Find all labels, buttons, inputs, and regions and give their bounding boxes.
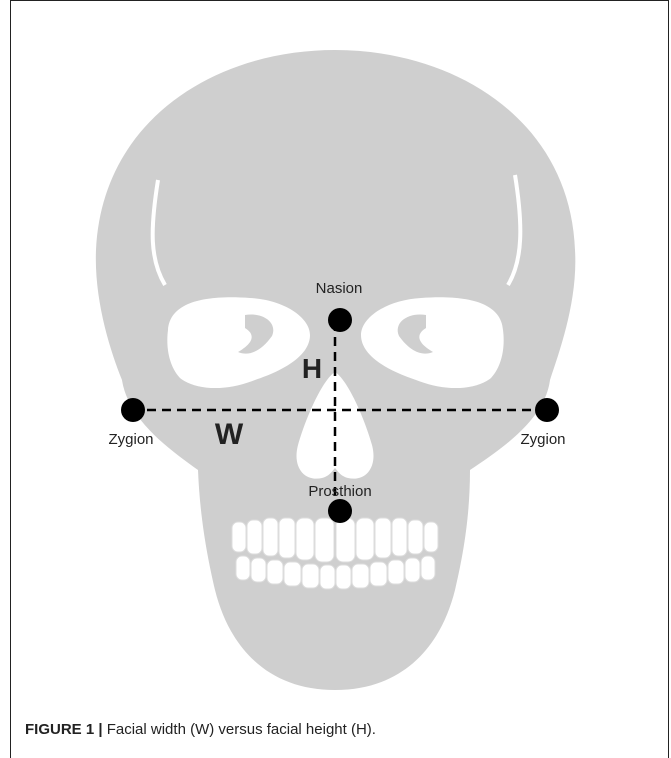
tooth — [302, 564, 319, 588]
tooth — [352, 564, 369, 588]
tooth — [320, 565, 335, 589]
nasion-label: Nasion — [316, 280, 363, 297]
tooth — [267, 560, 283, 584]
tooth — [251, 558, 266, 582]
zygion-right-label: Zygion — [520, 431, 565, 448]
tooth — [405, 558, 420, 582]
tooth — [284, 562, 301, 586]
tooth — [392, 518, 407, 556]
tooth — [296, 518, 314, 560]
nasion-marker — [328, 308, 352, 332]
tooth — [232, 522, 246, 552]
tooth — [279, 518, 295, 558]
tooth — [236, 556, 250, 580]
tooth — [375, 518, 391, 558]
height-label: H — [302, 353, 322, 384]
figure-caption: FIGURE 1 | Facial width (W) versus facia… — [25, 721, 376, 738]
zygion-left-marker — [121, 398, 145, 422]
tooth — [336, 565, 351, 589]
tooth — [336, 518, 355, 562]
tooth — [315, 518, 334, 562]
prosthion-label: Prosthion — [308, 483, 371, 500]
tooth — [263, 518, 278, 556]
tooth — [356, 518, 374, 560]
tooth — [388, 560, 404, 584]
tooth — [421, 556, 435, 580]
caption-text: Facial width (W) versus facial height (H… — [103, 721, 376, 738]
tooth — [424, 522, 438, 552]
width-label: W — [215, 418, 244, 451]
figure-label: FIGURE 1 | — [25, 721, 103, 738]
prosthion-marker — [328, 499, 352, 523]
zygion-left-label: Zygion — [108, 431, 153, 448]
tooth — [408, 520, 423, 554]
tooth — [370, 562, 387, 586]
tooth — [247, 520, 262, 554]
zygion-right-marker — [535, 398, 559, 422]
